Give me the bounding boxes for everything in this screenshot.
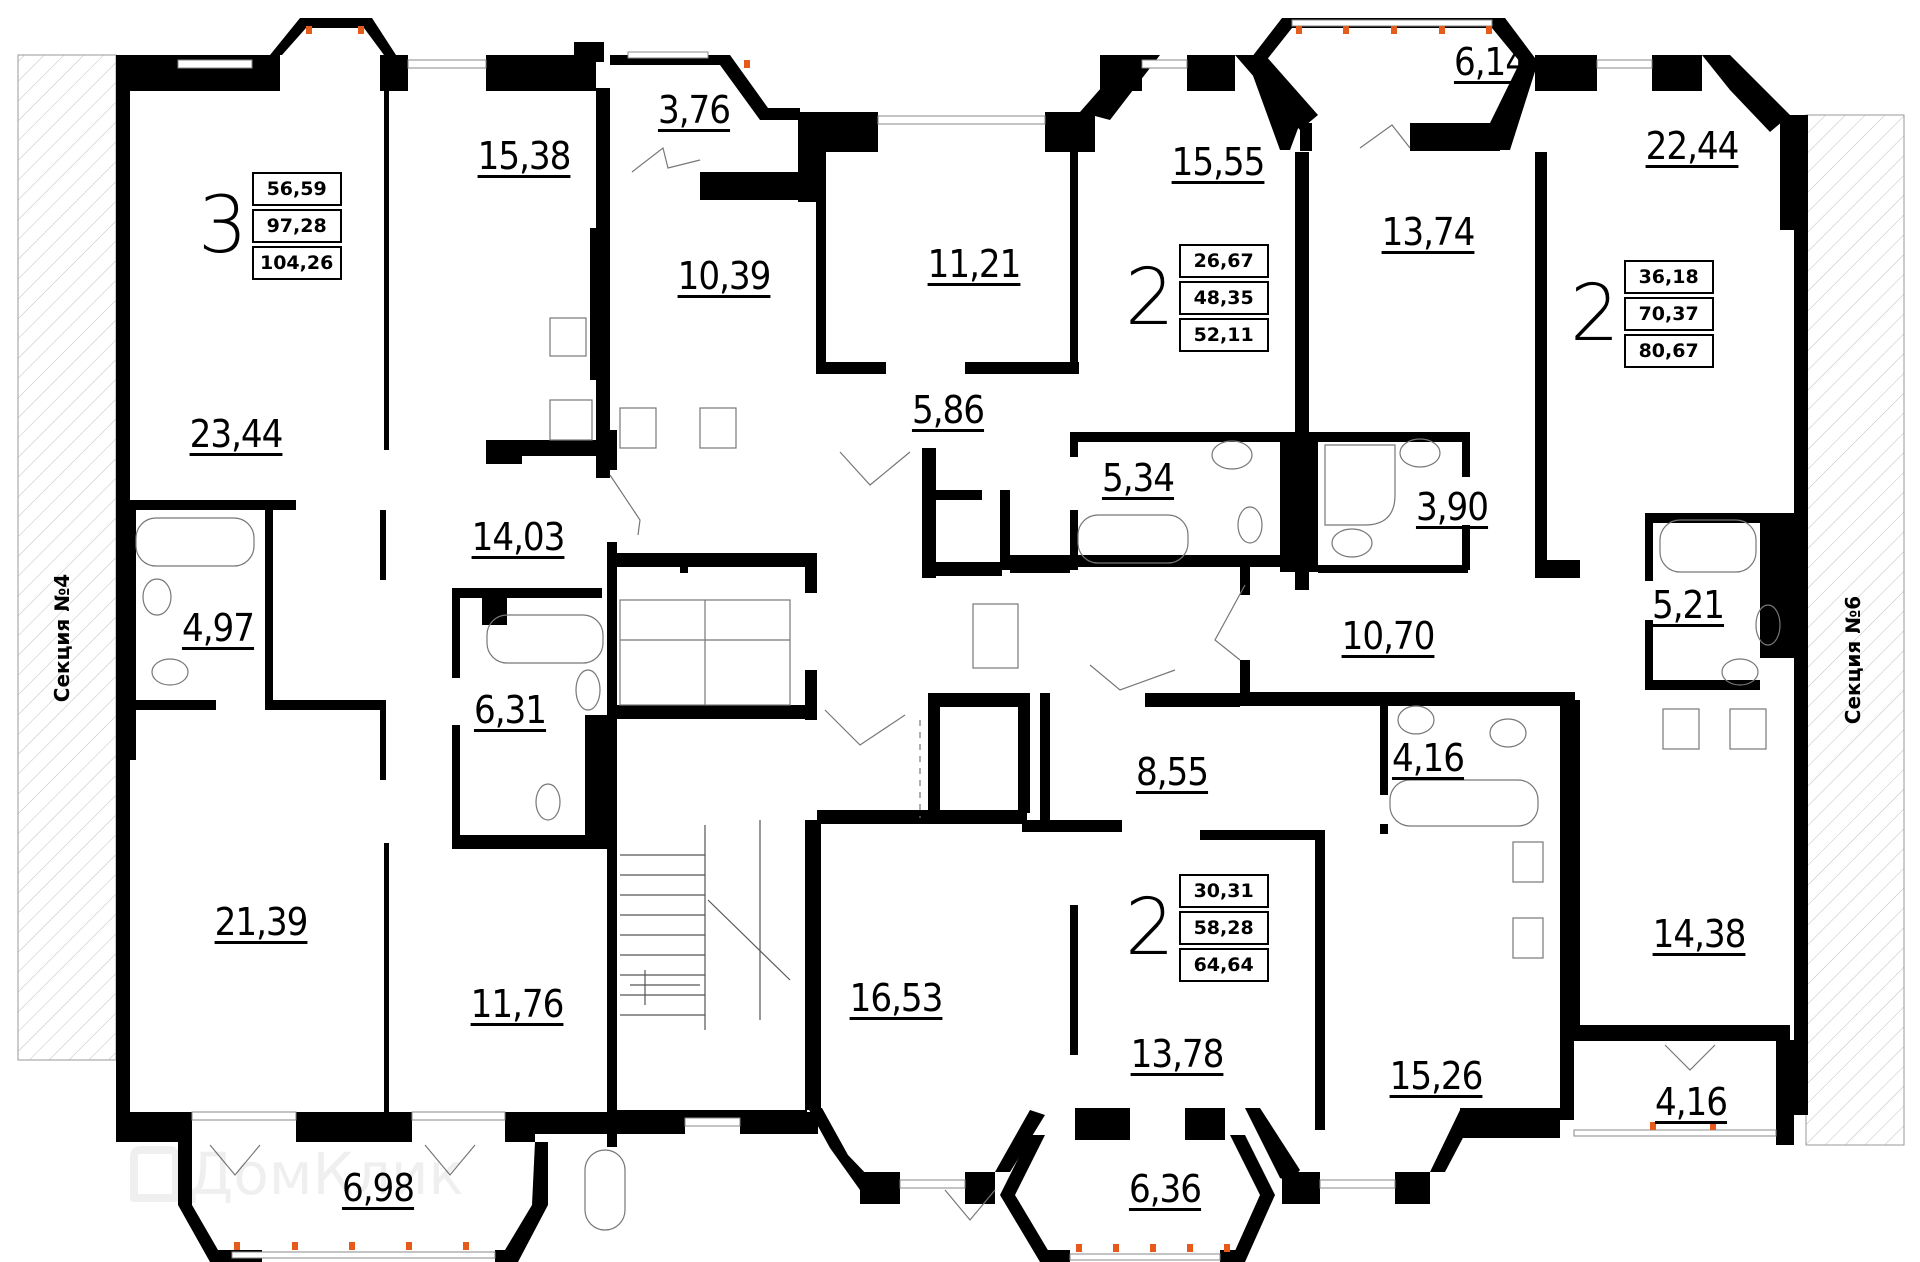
total-area: 58,28 xyxy=(1178,911,1269,945)
apartment-rooms-count: 2 xyxy=(1570,269,1620,359)
total-area: 48,35 xyxy=(1178,281,1269,315)
room-area-label: 14,03 xyxy=(471,515,566,559)
living-area: 56,59 xyxy=(251,172,342,206)
section-6-hatch xyxy=(1805,114,1905,1146)
room-area-label: 15,26 xyxy=(1389,1054,1484,1098)
room-area-label: 8,55 xyxy=(1135,750,1209,794)
room-area-label: 15,38 xyxy=(477,134,572,178)
section-label-right: Секция №6 xyxy=(1841,595,1865,725)
living-area: 26,67 xyxy=(1178,244,1269,278)
total-with-balcony: 104,26 xyxy=(251,246,342,280)
total-with-balcony: 64,64 xyxy=(1178,948,1269,982)
room-area-label: 13,74 xyxy=(1381,210,1476,254)
room-area-label: 5,21 xyxy=(1651,583,1725,627)
room-area-label: 14,38 xyxy=(1652,912,1747,956)
fixtures xyxy=(135,124,1781,1231)
room-area-label: 23,44 xyxy=(189,412,284,456)
room-area-label: 15,55 xyxy=(1171,140,1266,184)
room-area-label: 6,14 xyxy=(1453,40,1527,84)
total-with-balcony: 80,67 xyxy=(1623,334,1714,368)
room-area-label: 3,76 xyxy=(657,88,731,132)
room-area-label: 22,44 xyxy=(1645,124,1740,168)
apartment-info-2room-b: 2 36,18 70,37 80,67 xyxy=(1570,260,1714,368)
room-area-label: 13,78 xyxy=(1130,1032,1225,1076)
apartment-rooms-count: 3 xyxy=(198,181,248,271)
room-area-label: 10,70 xyxy=(1341,614,1436,658)
room-area-label: 6,36 xyxy=(1128,1167,1202,1211)
total-with-balcony: 52,11 xyxy=(1178,318,1269,352)
window-posts xyxy=(234,26,1716,1252)
watermark: ДомКлик xyxy=(130,1140,464,1208)
room-area-label: 10,39 xyxy=(677,254,772,298)
room-area-label: 16,53 xyxy=(849,976,944,1020)
room-area-label: 11,21 xyxy=(927,242,1022,286)
total-area: 97,28 xyxy=(251,209,342,243)
room-area-label: 6,31 xyxy=(473,688,547,732)
total-area: 70,37 xyxy=(1623,297,1714,331)
apartment-info-2room-a: 2 26,67 48,35 52,11 xyxy=(1125,244,1269,352)
living-area: 36,18 xyxy=(1623,260,1714,294)
apartment-rooms-count: 2 xyxy=(1125,883,1175,973)
room-area-label: 4,97 xyxy=(181,606,255,650)
room-area-label: 6,98 xyxy=(341,1166,415,1210)
room-area-label: 5,34 xyxy=(1101,456,1175,500)
walls xyxy=(116,18,1808,1262)
house-logo-icon xyxy=(130,1146,180,1202)
room-area-label: 21,39 xyxy=(214,900,309,944)
living-area: 30,31 xyxy=(1178,874,1269,908)
room-area-label: 3,90 xyxy=(1415,485,1489,529)
room-area-label: 4,16 xyxy=(1391,736,1465,780)
room-area-label: 5,86 xyxy=(911,388,985,432)
room-area-label: 11,76 xyxy=(470,982,565,1026)
watermark-text: ДомКлик xyxy=(188,1140,464,1208)
section-4-hatch xyxy=(17,54,117,1061)
section-label-left: Секция №4 xyxy=(50,573,74,703)
apartment-rooms-count: 2 xyxy=(1125,253,1175,343)
apartment-info-2room-c: 2 30,31 58,28 64,64 xyxy=(1125,874,1269,982)
room-area-label: 4,16 xyxy=(1654,1080,1728,1124)
windows xyxy=(177,19,1777,1261)
apartment-info-3room: 3 56,59 97,28 104,26 xyxy=(198,172,342,280)
